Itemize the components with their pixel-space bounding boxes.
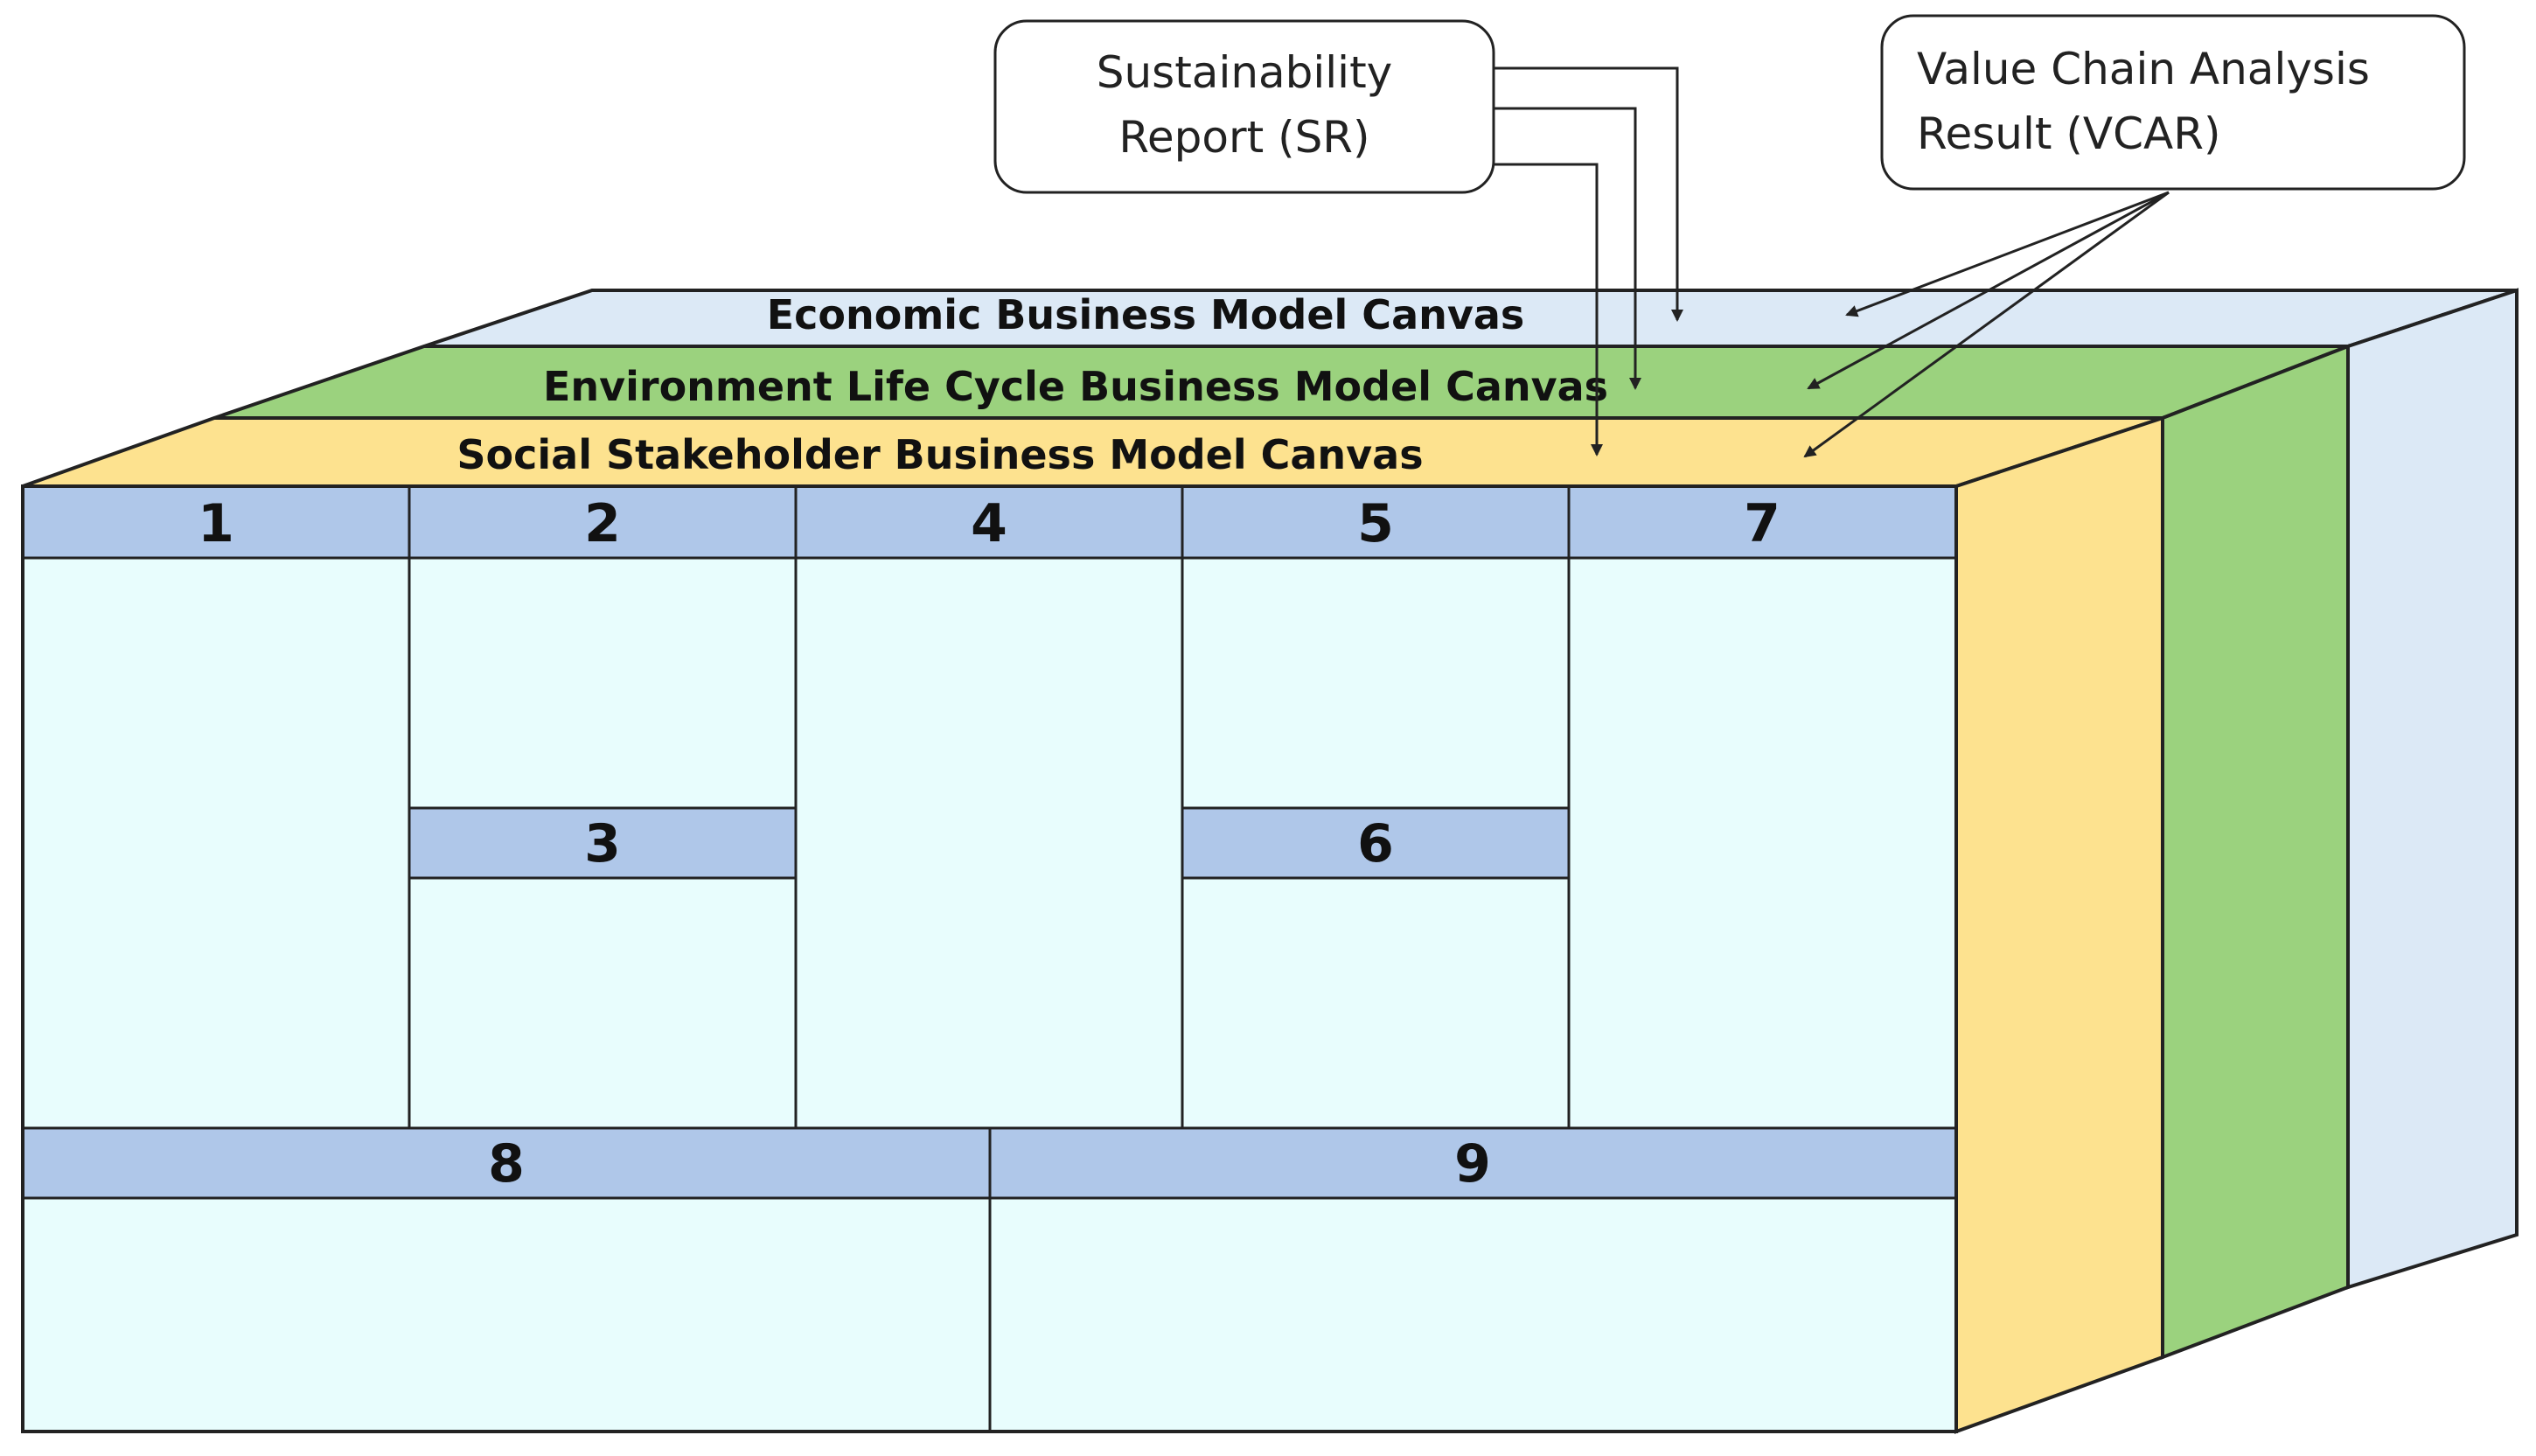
environment-layer: Environment Life Cycle Business Model Ca… xyxy=(213,344,2350,1360)
block-number-5: 5 xyxy=(1357,493,1394,554)
header-3 xyxy=(408,806,798,880)
block-number-6: 6 xyxy=(1357,813,1394,874)
sr-label-line1: Sustainability xyxy=(1097,47,1393,98)
cell-3 xyxy=(408,876,798,1130)
cell-1 xyxy=(21,556,411,1130)
economic-side xyxy=(2346,288,2519,1290)
cell-2 xyxy=(408,556,798,810)
cell-5 xyxy=(1181,556,1571,810)
sr-to-economic-arrow xyxy=(1494,66,1683,322)
social-side xyxy=(1954,415,2164,1434)
cell-8 xyxy=(21,1196,992,1433)
vcar-to-environment-arrow xyxy=(1807,191,2170,390)
environment-side xyxy=(2161,344,2350,1360)
vcar-to-social-arrow xyxy=(1803,191,2170,458)
vcar-source-box: Value Chain Analysis Result (VCAR) xyxy=(1880,14,2466,191)
sr-label-line2: Report (SR) xyxy=(1118,112,1369,163)
vcar-to-economic-arrow xyxy=(1845,191,2170,317)
sr-to-environment-arrow xyxy=(1494,107,1641,390)
block-number-8: 8 xyxy=(488,1133,525,1195)
header-2 xyxy=(408,484,798,560)
block-numbers: 1 2 3 4 5 6 7 8 9 xyxy=(198,493,1780,1195)
block-number-9: 9 xyxy=(1454,1133,1491,1195)
canvas-grid xyxy=(21,484,1958,1433)
block-number-4: 4 xyxy=(971,493,1007,554)
cell-9 xyxy=(988,1196,1958,1433)
block-number-1: 1 xyxy=(198,493,234,554)
header-5 xyxy=(1181,484,1571,560)
vcar-label-line2: Result (VCAR) xyxy=(1917,108,2220,159)
cell-7 xyxy=(1567,556,1958,1130)
social-layer: Social Stakeholder Business Model Canvas xyxy=(22,415,2164,1434)
cell-4 xyxy=(794,556,1184,1130)
environment-title: Environment Life Cycle Business Model Ca… xyxy=(543,363,1608,410)
header-4 xyxy=(794,484,1184,560)
header-6 xyxy=(1181,806,1571,880)
block-number-7: 7 xyxy=(1744,493,1780,554)
block-number-3: 3 xyxy=(584,813,621,874)
header-8 xyxy=(21,1126,992,1200)
cell-6 xyxy=(1181,876,1571,1130)
block-number-2: 2 xyxy=(584,493,621,554)
vcar-connectors xyxy=(1803,191,2170,458)
vcar-label-line1: Value Chain Analysis xyxy=(1917,44,2370,94)
social-title: Social Stakeholder Business Model Canvas xyxy=(456,431,1423,478)
sr-source-box: Sustainability Report (SR) xyxy=(993,19,1495,194)
sr-to-social-arrow xyxy=(1494,163,1603,456)
economic-title: Economic Business Model Canvas xyxy=(767,291,1525,338)
canvas-frame xyxy=(21,484,1958,1433)
sr-connectors xyxy=(1494,66,1683,456)
